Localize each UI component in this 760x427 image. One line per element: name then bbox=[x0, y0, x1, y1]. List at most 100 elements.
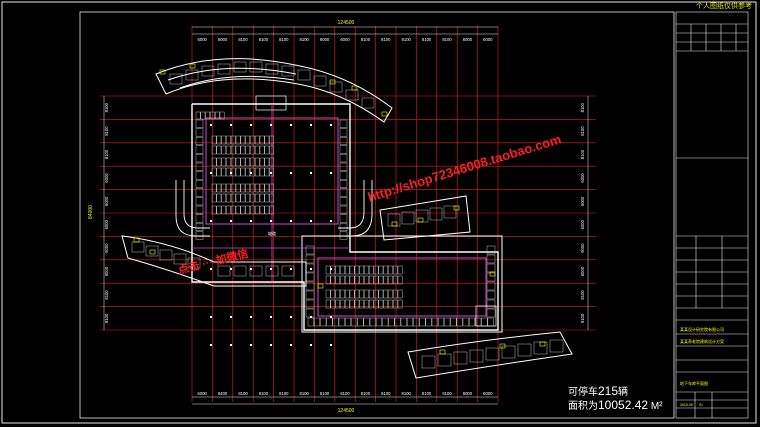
parking-stall bbox=[351, 317, 358, 327]
parking-stall bbox=[359, 265, 365, 275]
parking-stats: 可停车215辆 面积为10052.42 M² bbox=[568, 385, 663, 413]
structural-column bbox=[230, 124, 232, 126]
parking-stall bbox=[245, 157, 251, 167]
parking-stall bbox=[200, 111, 206, 120]
parking-stall bbox=[364, 275, 369, 285]
structural-column bbox=[250, 124, 252, 126]
structural-column bbox=[270, 268, 272, 270]
room bbox=[549, 339, 564, 353]
parking-stall bbox=[195, 197, 204, 206]
parking-stall bbox=[359, 289, 365, 299]
parking-stall bbox=[216, 167, 222, 177]
parking-stall bbox=[264, 135, 270, 145]
parking-stall bbox=[486, 245, 496, 255]
room bbox=[281, 265, 295, 277]
parking-stall bbox=[486, 254, 496, 264]
dimension-label-top: 6000 bbox=[218, 37, 228, 42]
parking-stall bbox=[254, 145, 260, 155]
parking-stall bbox=[240, 135, 246, 145]
structural-column bbox=[330, 124, 332, 126]
dimension-label-right: 6000 bbox=[580, 173, 585, 183]
parking-stall bbox=[335, 289, 341, 299]
structural-column bbox=[210, 344, 212, 346]
parking-stall bbox=[221, 157, 227, 167]
parking-stall bbox=[339, 154, 348, 163]
dimension-label-top: 8100 bbox=[259, 37, 269, 42]
parking-stall bbox=[392, 275, 398, 285]
structural-column bbox=[270, 220, 272, 222]
parking-stall bbox=[235, 157, 241, 167]
room bbox=[421, 355, 436, 369]
parking-stall bbox=[269, 205, 275, 215]
parking-stall bbox=[245, 135, 251, 145]
room bbox=[485, 347, 500, 361]
dimension-label-top: 6000 bbox=[463, 37, 473, 42]
structural-column bbox=[290, 316, 292, 318]
room bbox=[281, 65, 295, 77]
parking-stall bbox=[305, 245, 315, 255]
parking-stall bbox=[486, 308, 496, 318]
stair-marker bbox=[189, 63, 196, 69]
parking-stall bbox=[226, 167, 231, 177]
parking-stall bbox=[195, 111, 201, 120]
dimension-label-top: 8100 bbox=[422, 37, 432, 42]
parking-stall bbox=[226, 157, 231, 167]
parking-stall bbox=[216, 205, 222, 215]
dimension-label-bottom: 8100 bbox=[381, 391, 391, 396]
parking-stall bbox=[406, 317, 414, 327]
ramp-west-outer bbox=[175, 180, 210, 237]
parking-stall bbox=[388, 275, 393, 285]
parking-stall bbox=[235, 193, 241, 203]
parking-stall bbox=[195, 205, 204, 214]
parking-stall bbox=[364, 289, 369, 299]
parking-stall bbox=[335, 299, 341, 309]
room bbox=[501, 345, 516, 359]
parking-stall bbox=[344, 289, 350, 299]
parking-stall bbox=[269, 145, 275, 155]
room bbox=[387, 213, 401, 227]
structural-column bbox=[270, 344, 272, 346]
dimension-label-bottom: 8100 bbox=[259, 391, 269, 396]
parking-stall bbox=[388, 317, 395, 327]
parking-stall bbox=[397, 265, 403, 275]
dimension-label-left: 6000 bbox=[104, 219, 109, 229]
parking-stall bbox=[481, 317, 488, 327]
stair-marker bbox=[439, 349, 446, 355]
parking-stall bbox=[240, 205, 246, 215]
parking-stall bbox=[250, 183, 255, 193]
room bbox=[517, 343, 532, 357]
parking-stall bbox=[340, 299, 345, 309]
parking-stall bbox=[230, 205, 236, 215]
room bbox=[145, 245, 159, 257]
structural-column bbox=[310, 344, 312, 346]
parking-stall bbox=[195, 171, 204, 180]
ramp-east-outer bbox=[338, 180, 373, 237]
area-label: 面积为 bbox=[568, 401, 598, 412]
parking-stall bbox=[392, 289, 398, 299]
parking-stall bbox=[378, 289, 384, 299]
parking-stall bbox=[354, 265, 360, 275]
parking-stall bbox=[245, 145, 251, 155]
parking-stall bbox=[211, 157, 217, 167]
parking-stall bbox=[254, 193, 260, 203]
parking-stall bbox=[211, 135, 217, 145]
structural-column bbox=[270, 124, 272, 126]
stair-marker bbox=[133, 237, 140, 243]
parking-stall bbox=[235, 135, 241, 145]
room bbox=[469, 349, 484, 363]
parking-value: 215 bbox=[598, 384, 619, 398]
parking-stall bbox=[344, 265, 350, 275]
dimension-label-right: 6000 bbox=[580, 243, 585, 253]
dimension-label-bottom: 8100 bbox=[340, 391, 350, 396]
parking-stall bbox=[230, 157, 236, 167]
parking-stall bbox=[216, 135, 222, 145]
parking-stall bbox=[349, 275, 355, 285]
dimension-label-top: 8100 bbox=[402, 37, 412, 42]
garage-outer-wall bbox=[191, 103, 499, 331]
dimension-label-bottom: 8100 bbox=[279, 391, 289, 396]
dimension-label-left: 6000 bbox=[104, 266, 109, 276]
structural-column bbox=[310, 124, 312, 126]
structural-column bbox=[230, 268, 232, 270]
parking-stall bbox=[219, 111, 225, 120]
parking-stall bbox=[486, 281, 496, 291]
